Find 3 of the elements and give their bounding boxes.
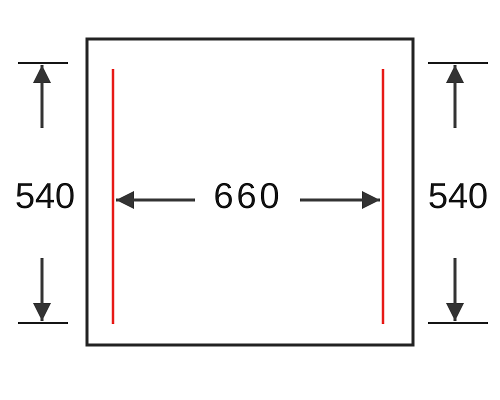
dimension-label: 540 [14, 176, 76, 216]
dimension-label: 540 [426, 176, 490, 216]
dimension-label: 660 [212, 176, 284, 216]
